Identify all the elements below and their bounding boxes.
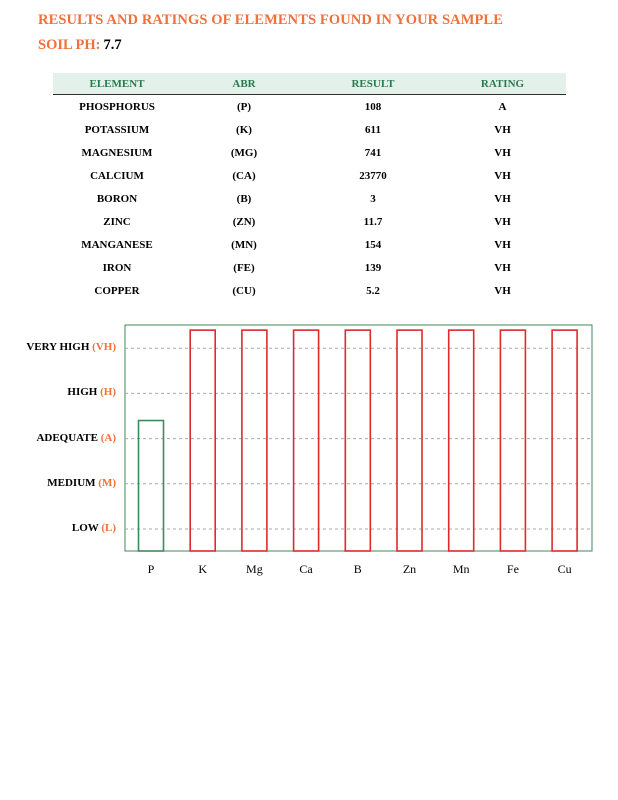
column-header-abr: ABR bbox=[181, 73, 307, 95]
table-row: POTASSIUM (K) 611 VH bbox=[53, 118, 566, 141]
bar-k bbox=[189, 329, 216, 552]
y-axis-level-label: HIGH (H) bbox=[0, 386, 116, 398]
level-name: MEDIUM bbox=[47, 476, 96, 489]
element-result: 3 bbox=[370, 192, 376, 205]
x-axis-tick-label: P bbox=[147, 562, 155, 576]
x-axis-tick-label: Mg bbox=[246, 562, 263, 576]
x-axis-tick-label: Ca bbox=[299, 562, 313, 576]
level-abbr: (M) bbox=[98, 476, 116, 489]
level-abbr: (H) bbox=[100, 386, 116, 399]
level-name: LOW bbox=[71, 522, 99, 534]
element-rating: VH bbox=[494, 238, 511, 251]
bar-b bbox=[344, 329, 372, 552]
element-result: 611 bbox=[365, 123, 381, 136]
results-table: ELEMENT ABR RESULT RATING PHOSPHORUS (P) 1… bbox=[53, 73, 566, 302]
bar-cu bbox=[551, 329, 578, 552]
element-rating: VH bbox=[494, 261, 511, 274]
element-abbr: (CA) bbox=[232, 169, 256, 182]
element-result: 108 bbox=[364, 100, 382, 113]
x-axis-tick-label: Fe bbox=[506, 562, 519, 576]
element-rating: VH bbox=[494, 284, 511, 297]
element-rating: A bbox=[498, 100, 507, 113]
element-abbr: (K) bbox=[236, 123, 252, 136]
rating-chart-svg bbox=[124, 324, 593, 552]
table-row: PHOSPHORUS (P) 108 A bbox=[53, 95, 566, 119]
x-axis-tick-label: Zn bbox=[402, 562, 417, 576]
x-axis-tick-label: Cu bbox=[557, 562, 572, 576]
level-abbr: (L) bbox=[101, 522, 116, 534]
column-header-element: ELEMENT bbox=[53, 73, 181, 95]
bar-ca bbox=[292, 329, 320, 552]
element-name: MAGNESIUM bbox=[81, 146, 153, 159]
element-result: 23770 bbox=[359, 169, 387, 182]
bar-mn bbox=[447, 329, 475, 552]
chart-frame bbox=[124, 324, 593, 552]
level-abbr: (VH) bbox=[92, 341, 116, 354]
x-axis-tick-label: K bbox=[198, 562, 208, 576]
bar-mg bbox=[241, 329, 268, 552]
x-axis-tick-label: Mn bbox=[452, 562, 470, 576]
element-result: 5.2 bbox=[366, 284, 380, 297]
column-header-rating: RATING bbox=[439, 73, 566, 95]
table-row: CALCIUM (CA) 23770 VH bbox=[53, 164, 566, 187]
element-rating: VH bbox=[494, 192, 511, 205]
element-abbr: (ZN) bbox=[232, 215, 256, 228]
element-rating: VH bbox=[494, 146, 511, 159]
soil-ph-value: 7.7 bbox=[103, 37, 122, 53]
element-name: PHOSPHORUS bbox=[79, 100, 155, 113]
x-axis-tick-label: B bbox=[353, 562, 362, 576]
level-name: ADEQUATE bbox=[36, 431, 98, 444]
table-row: BORON (B) 3 VH bbox=[53, 187, 566, 210]
bar-zn bbox=[396, 329, 423, 552]
column-header-result: RESULT bbox=[307, 73, 439, 95]
element-name: MANGANESE bbox=[81, 238, 153, 251]
element-result: 139 bbox=[364, 261, 382, 274]
y-axis-level-label: MEDIUM (M) bbox=[0, 477, 116, 489]
table-row: ZINC (ZN) 11.7 VH bbox=[53, 210, 566, 233]
element-rating: VH bbox=[494, 123, 511, 136]
element-rating: VH bbox=[494, 169, 511, 182]
table-row: MANGANESE (MN) 154 VH bbox=[53, 233, 566, 256]
element-abbr: (MN) bbox=[231, 238, 257, 251]
bar-p bbox=[137, 419, 165, 552]
soil-ph: SOIL PH:7.7 bbox=[38, 37, 122, 54]
y-axis-level-label: ADEQUATE (A) bbox=[0, 432, 116, 444]
element-name: POTASSIUM bbox=[84, 123, 150, 136]
y-axis-level-label: VERY HIGH (VH) bbox=[0, 341, 116, 353]
element-name: BORON bbox=[96, 192, 138, 205]
element-name: IRON bbox=[102, 261, 132, 274]
element-name: ZINC bbox=[103, 215, 131, 228]
element-abbr: (CU) bbox=[232, 284, 256, 297]
element-result: 11.7 bbox=[363, 215, 383, 228]
level-name: VERY HIGH bbox=[26, 341, 90, 354]
element-result: 741 bbox=[364, 146, 382, 159]
bar-fe bbox=[499, 329, 527, 552]
level-abbr: (A) bbox=[100, 431, 116, 444]
element-abbr: (P) bbox=[236, 100, 252, 113]
soil-ph-label: SOIL PH: bbox=[38, 37, 101, 53]
table-row: MAGNESIUM (MG) 741 VH bbox=[53, 141, 566, 164]
element-abbr: (MG) bbox=[230, 146, 258, 159]
element-result: 154 bbox=[364, 238, 382, 251]
y-axis-level-label: LOW (L) bbox=[0, 522, 116, 534]
table-header-row: ELEMENT ABR RESULT RATING bbox=[53, 73, 566, 95]
element-name: COPPER bbox=[94, 284, 140, 297]
element-name: CALCIUM bbox=[90, 169, 144, 182]
element-abbr: (B) bbox=[236, 192, 252, 205]
page-title: RESULTS AND RATINGS OF ELEMENTS FOUND IN… bbox=[38, 12, 503, 28]
table-row: COPPER (CU) 5.2 VH bbox=[53, 279, 566, 302]
table-row: IRON (FE) 139 VH bbox=[53, 256, 566, 279]
element-abbr: (FE) bbox=[233, 261, 255, 274]
level-name: HIGH bbox=[67, 386, 98, 399]
element-rating: VH bbox=[494, 215, 511, 228]
